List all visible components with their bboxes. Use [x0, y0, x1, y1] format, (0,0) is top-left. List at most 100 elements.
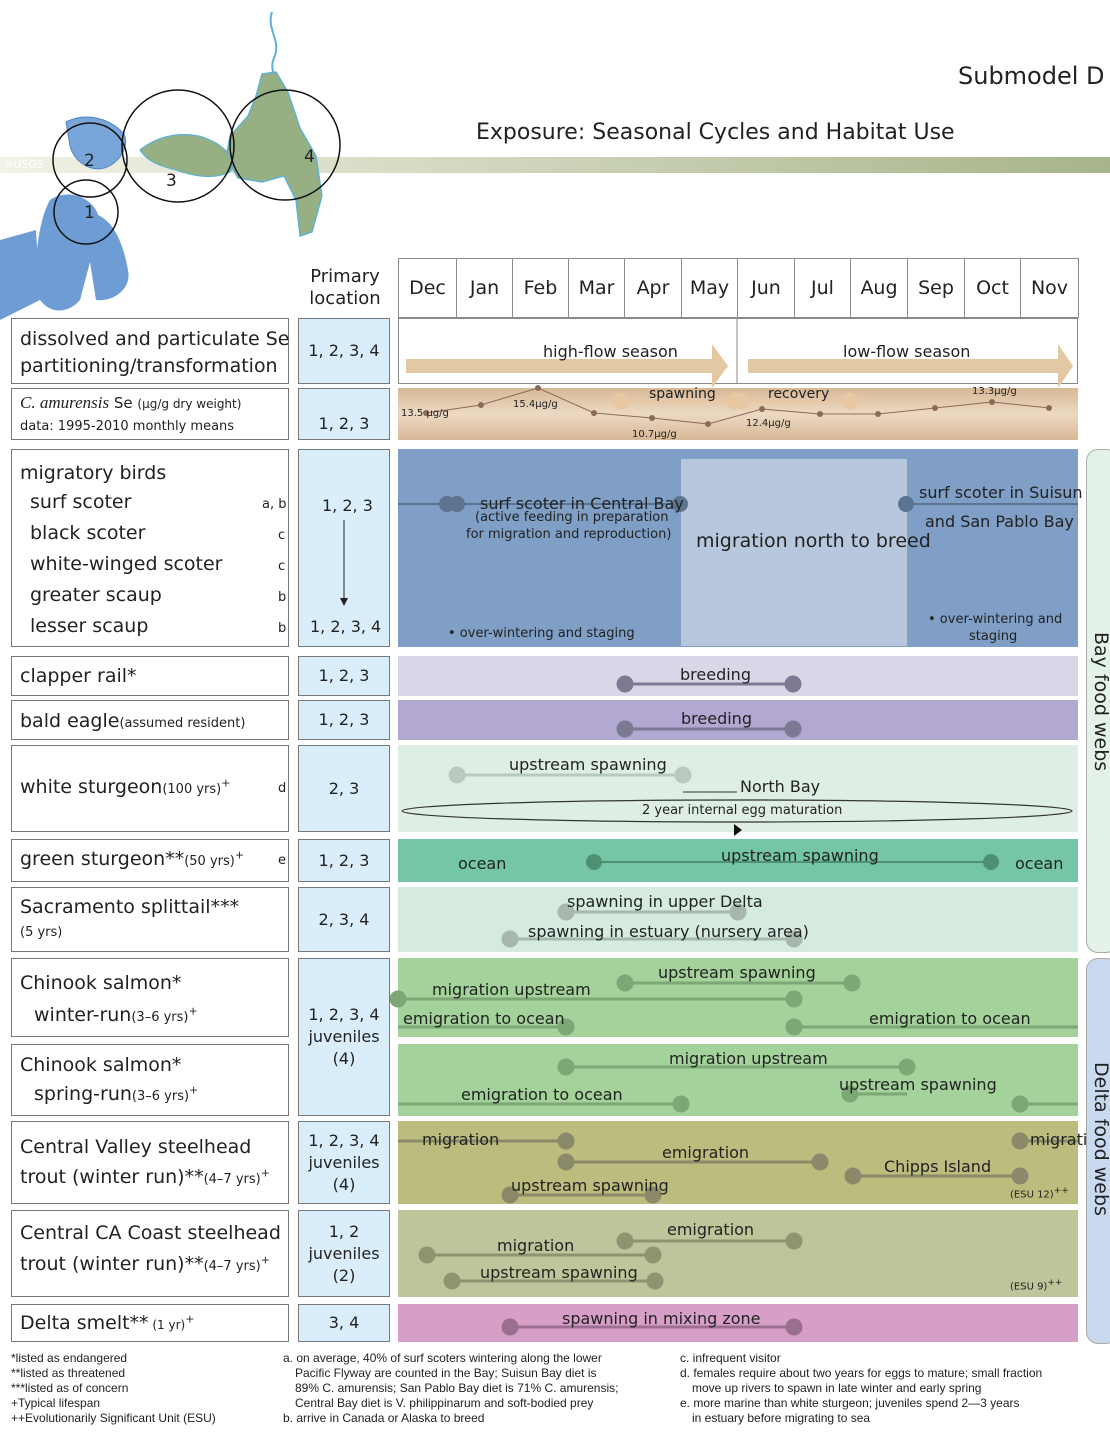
maturation-label: 2 year internal egg maturation: [642, 803, 843, 818]
amurensis-oct-value: 13.3µg/g: [972, 386, 1017, 397]
green-sturgeon-name: green sturgeon**: [20, 848, 185, 870]
clapper-band: [398, 656, 1078, 696]
eagle-band: [398, 700, 1078, 740]
suisun-region: [139, 133, 233, 178]
footnote-line: e. more marine than white sturgeon; juve…: [680, 1396, 1020, 1410]
smelt-spawning-label: spawning in mixing zone: [562, 1309, 761, 1328]
maturation-ellipse: [401, 799, 1073, 823]
footnote-line: Central Bay diet is V. philippinarum and…: [295, 1396, 594, 1410]
footnote-legend: *listed as endangered**listed as threate…: [11, 1351, 271, 1426]
smelt-line: [501, 1318, 803, 1336]
row-label-flow: [11, 318, 289, 384]
footnote-line: in estuary before migrating to sea: [692, 1411, 871, 1425]
suisun-line1: surf scoter in Suisun: [919, 483, 1083, 502]
splittail-upper-delta: spawning in upper Delta: [567, 892, 763, 911]
row-label-clapper: [11, 656, 289, 696]
overwinter-right-line1: • over-wintering and: [928, 612, 1063, 627]
chinook-spring-line1: Chinook salmon*: [20, 1054, 182, 1076]
region-label-3: 3: [166, 171, 177, 191]
location-birds-top: 1, 2, 3: [322, 496, 373, 515]
cc-steelhead-plus: +: [260, 1253, 270, 1267]
row-label-white-sturgeon: [11, 745, 289, 832]
cv-steelhead-lifespan: (4–7 yrs): [203, 1172, 261, 1187]
region-circle-4: [229, 89, 341, 201]
row-label-eagle: [11, 700, 289, 740]
month-header-jun: Jun: [737, 258, 795, 318]
splittail-lifespan: (5 yrs): [20, 925, 63, 940]
cc-esu-text: (ESU 9): [1010, 1281, 1048, 1293]
cc-steelhead-line2: trout (winter run)**(4–7 yrs)+: [20, 1253, 270, 1275]
location-chinook-text: 1, 2, 3, 4: [308, 1005, 380, 1024]
chinook-winter-emig-right: emigration to ocean: [869, 1009, 1031, 1028]
white-sturgeon-name: white sturgeon: [20, 776, 163, 798]
bird-species-note: b: [278, 621, 287, 636]
central-bay-region: [36, 194, 101, 311]
location-birds-bottom: 1, 2, 3, 4: [310, 617, 382, 636]
birds-group-label: migratory birds: [20, 462, 167, 484]
footnote-line: 89% C. amurensis; San Pablo Bay diet is …: [295, 1381, 619, 1395]
footnote-line: Pacific Flyway are counted in the Bay; S…: [295, 1366, 597, 1380]
overwinter-right-line2: staging: [969, 629, 1018, 644]
primary-location-header: Primary location: [309, 266, 381, 309]
bird-species-note: b: [278, 590, 287, 605]
cv-esu-text: (ESU 12): [1010, 1189, 1054, 1201]
high-flow-arrow: [406, 344, 728, 388]
splittail-estuary: spawning in estuary (nursery area): [528, 922, 809, 941]
delta-food-webs-sidebar: [1086, 958, 1110, 1344]
white-sturgeon-lifespan: (100 yrs): [162, 782, 222, 797]
bird-species-name: black scoter: [30, 522, 146, 544]
eagle-breeding-label: breeding: [681, 709, 752, 728]
green-sturgeon-ocean-right: ocean: [1015, 854, 1064, 873]
amurensis-dec-value: 13.5 µg/g: [401, 408, 449, 419]
location-flow: 1, 2, 3, 4: [298, 318, 390, 384]
low-flow-label: low-flow season: [843, 342, 971, 361]
row-label-birds: [11, 449, 289, 647]
cc-steelhead-emigration: emigration: [667, 1220, 755, 1239]
footnote-line: c. infrequent visitor: [680, 1351, 781, 1365]
row-label-cc-steelhead: [11, 1210, 289, 1297]
footnote-line: a. on average, 40% of surf scoters winte…: [283, 1351, 602, 1365]
location-cc-juveniles: juveniles (2): [308, 1243, 380, 1285]
footnote-line: **listed as threatened: [11, 1366, 126, 1380]
row-label-green-sturgeon: [11, 839, 289, 882]
flow-label-line1: dissolved and particulate Se: [20, 328, 290, 350]
chinook-spring-emigration: emigration to ocean: [461, 1085, 623, 1104]
bird-species-note: a, b: [262, 497, 287, 512]
location-cc-steelhead: 1, 2 juveniles (2): [298, 1210, 390, 1297]
south-bay-region: [90, 214, 129, 301]
cv-steelhead-esu: (ESU 12)++: [1010, 1186, 1069, 1200]
month-header-dec: Dec: [398, 258, 457, 318]
row-label-amurensis: [11, 388, 289, 440]
bay-food-webs-sidebar: [1086, 449, 1110, 953]
smelt-plus: +: [185, 1312, 195, 1326]
amurensis-se: Se: [109, 394, 138, 412]
chinook-spring-migration-upstream: migration upstream: [669, 1049, 828, 1068]
cv-steelhead-plus: +: [260, 1166, 270, 1180]
maturation-arrowhead: [734, 824, 742, 836]
north-bay-label: North Bay: [740, 777, 821, 796]
active-feeding-line2: for migration and reproduction): [466, 527, 672, 542]
chinook-spring-lines: [398, 1058, 1078, 1113]
cv-steelhead-migration-left: migration: [422, 1130, 500, 1149]
location-chinook: 1, 2, 3, 4 juveniles (4): [298, 958, 390, 1116]
footnote-line: ***listed as of concern: [11, 1381, 129, 1395]
clapper-breeding-line: [616, 675, 802, 693]
amurensis-apr-value: 10.7µg/g: [632, 429, 677, 440]
amurensis-recovery-line: [732, 392, 859, 410]
chinook-winter-lines: [389, 974, 1078, 1036]
cv-esu-plus: ++: [1053, 1186, 1069, 1196]
cc-steelhead-migration: migration: [497, 1236, 575, 1255]
splittail-lines: [501, 903, 803, 948]
month-header-apr: Apr: [624, 258, 682, 318]
month-header-may: May: [681, 258, 738, 318]
white-sturgeon-note: d: [278, 781, 287, 796]
cc-steelhead-esu: (ESU 9)++: [1010, 1278, 1062, 1292]
cc-steelhead-run: trout (winter run)**: [20, 1253, 204, 1275]
footnote-line: ++Evolutionarily Significant Unit (ESU): [11, 1411, 216, 1425]
chinook-winter-run: winter-run: [34, 1004, 132, 1026]
chinook-winter-upstream-spawning: upstream spawning: [658, 963, 816, 982]
cc-steelhead-lines: [418, 1232, 803, 1290]
eagle-note: (assumed resident): [119, 716, 246, 731]
white-sturgeon-band: [398, 745, 1078, 832]
